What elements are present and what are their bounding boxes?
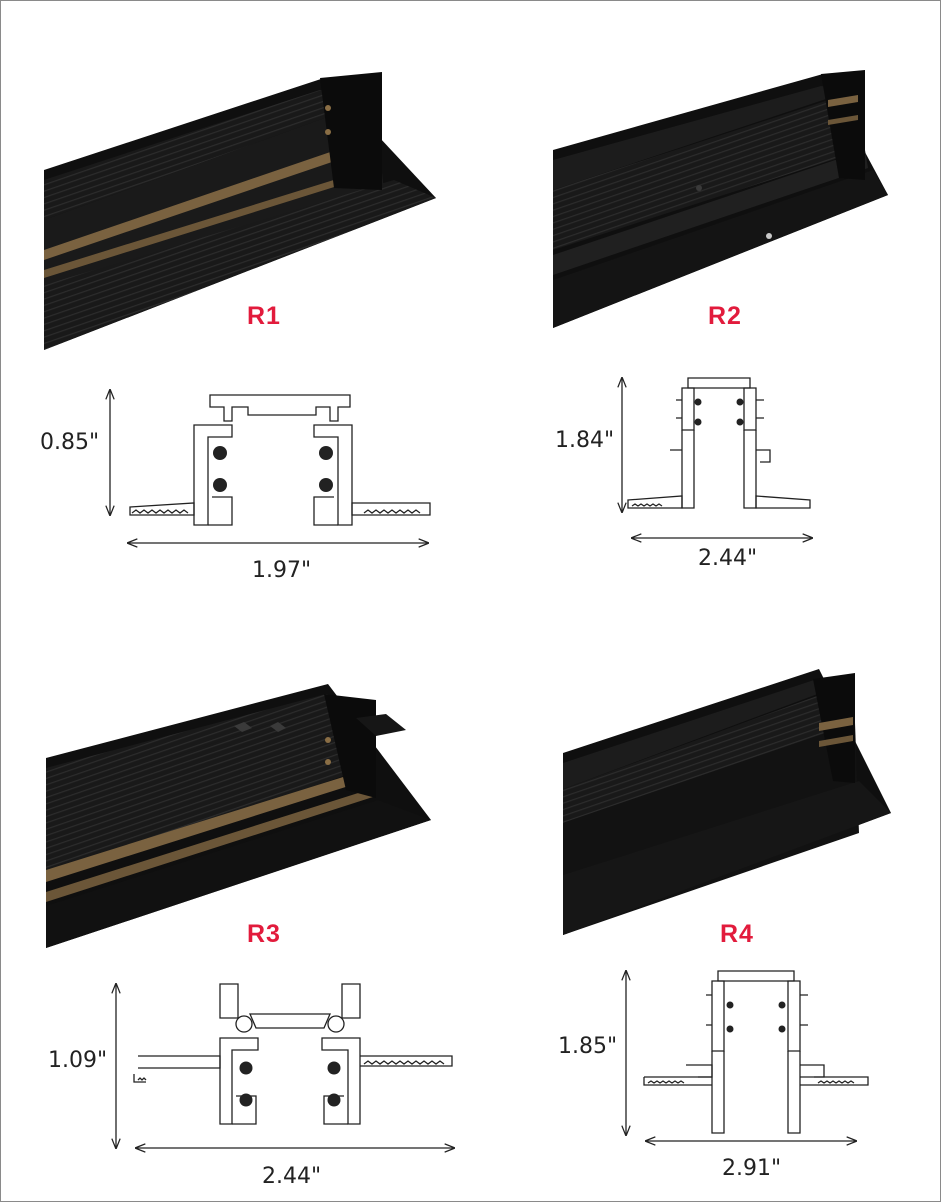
profile-drawing-r3: [108, 978, 458, 1158]
product-render-r3: [46, 670, 436, 950]
width-dimension-r2: 2.44": [698, 546, 758, 571]
width-dimension-r4: 2.91": [722, 1156, 782, 1181]
height-dimension-r1: 0.85": [40, 430, 100, 455]
model-label-r4: R4: [720, 920, 754, 948]
profile-drawing-r1: [100, 385, 440, 555]
height-dimension-r2: 1.84": [555, 428, 615, 453]
height-dimension-r3: 1.09": [48, 1048, 108, 1073]
profile-drawing-r2: [610, 370, 830, 550]
width-dimension-r1: 1.97": [252, 558, 312, 583]
model-label-r1: R1: [247, 302, 281, 330]
height-dimension-r4: 1.85": [558, 1034, 618, 1059]
width-dimension-r3: 2.44": [262, 1164, 322, 1189]
product-render-r4: [563, 663, 893, 943]
model-label-r3: R3: [247, 920, 281, 948]
product-render-r2: [553, 70, 893, 330]
model-label-r2: R2: [708, 302, 742, 330]
profile-drawing-r4: [618, 965, 898, 1150]
product-render-r1: [44, 70, 444, 350]
